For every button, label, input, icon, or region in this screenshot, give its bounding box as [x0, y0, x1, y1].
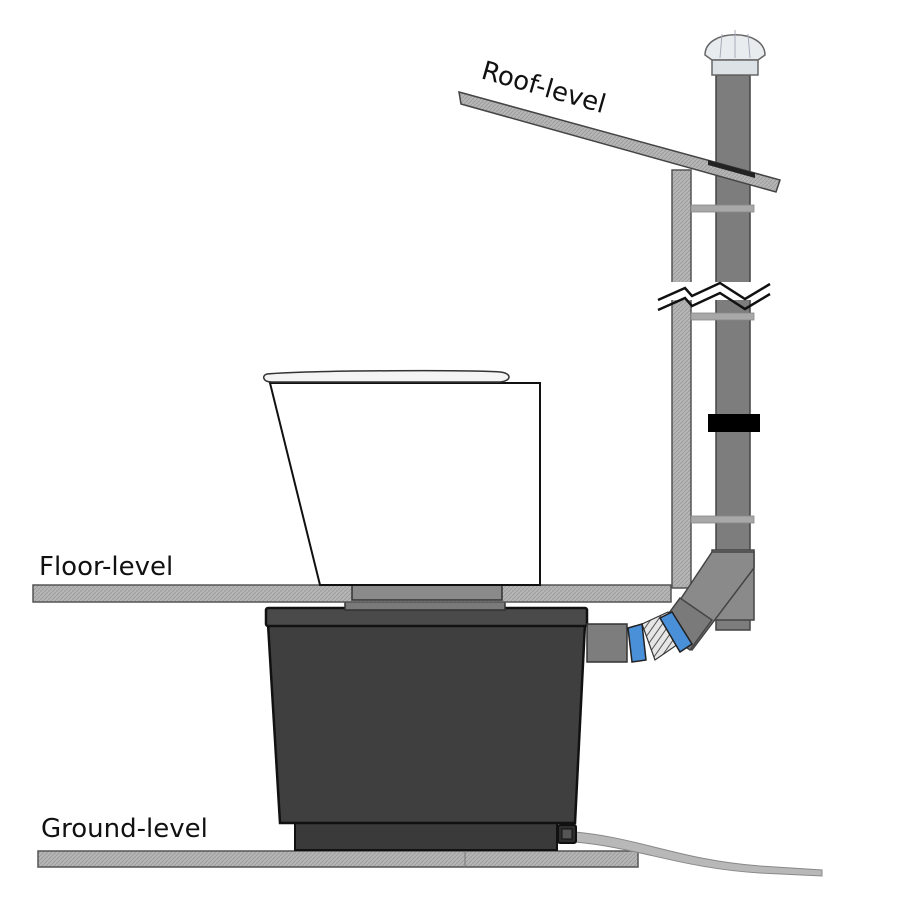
vent-cap-collar [711, 59, 759, 76]
drain-hose [574, 831, 823, 877]
ground-level-label: Ground-level [41, 814, 208, 844]
toilet-bowl [268, 382, 541, 586]
break-gap [660, 282, 775, 300]
break-line [657, 281, 771, 302]
roof-flashing [708, 160, 755, 178]
tank-vent-outlet [586, 623, 628, 663]
roof-beam [458, 90, 781, 193]
toilet-base-plate [351, 584, 503, 601]
pipe-clamp [690, 515, 755, 524]
pipe-band [708, 414, 760, 432]
support-post [671, 169, 692, 589]
seal-ring [658, 611, 694, 654]
tank-base [294, 822, 558, 851]
floor-level-label: Floor-level [39, 552, 173, 582]
vent-cap-ribs [719, 30, 751, 59]
toilet-lid [263, 369, 510, 383]
vent-pipe [715, 74, 751, 631]
drain-fitting-cap [561, 828, 573, 840]
pipe-clamp [690, 204, 755, 213]
compost-tank [266, 622, 587, 825]
break-line [657, 291, 771, 312]
pipe-clamp [690, 312, 755, 321]
ground-slab [37, 850, 639, 868]
seal-ring [627, 623, 647, 663]
